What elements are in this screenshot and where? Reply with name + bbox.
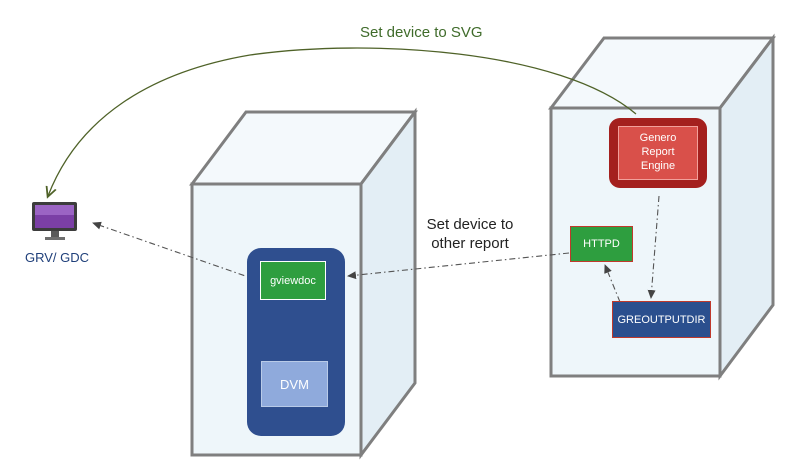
httpd-node: HTTPD [570,226,633,262]
svg-device-arrow [48,47,637,196]
greoutputdir-node: GREOUTPUTDIR [612,301,711,338]
monitor-icon [32,202,77,240]
dvm-node: DVM [261,361,328,407]
report-engine-line1: Genero [639,132,677,145]
engine-to-dir-arrow [647,195,660,299]
report-engine-line2: Report [641,146,675,159]
report-engine-outer: Genero Report Engine [609,118,707,188]
httpd-to-gviewdoc-arrow [347,252,570,280]
svg-device-label: Set device to SVG [360,24,483,41]
report-engine-line3: Engine [640,159,676,172]
other-report-label: Set device to other report [425,216,515,254]
gviewdoc-node: gviewdoc [260,261,326,300]
gviewdoc-to-client-arrow [92,221,258,281]
client-label: GRV/ GDC [25,250,90,265]
report-engine-node: Genero Report Engine [618,126,698,180]
other-report-label-line2: other report [431,234,509,252]
other-report-label-line1: Set device to [426,216,514,233]
